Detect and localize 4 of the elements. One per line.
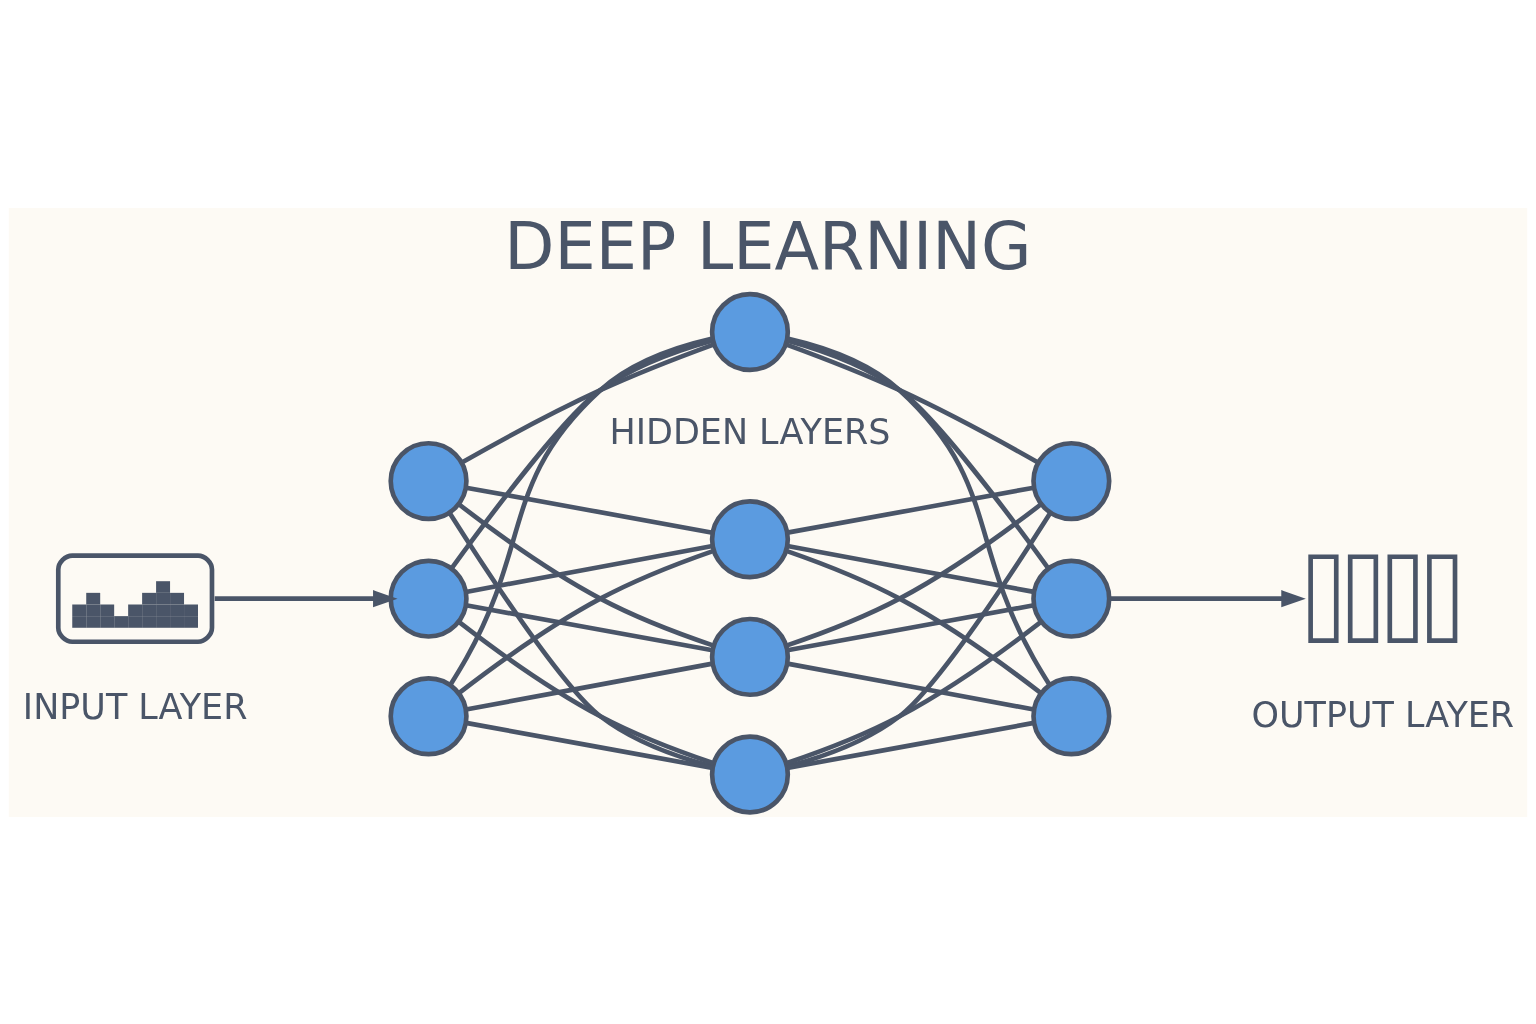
diagram-title: DEEP LEARNING	[504, 207, 1032, 284]
label: INPUT LAYER	[22, 686, 248, 727]
label: OUTPUT LAYER	[1251, 694, 1515, 735]
label: HIDDEN LAYERS	[609, 411, 891, 452]
